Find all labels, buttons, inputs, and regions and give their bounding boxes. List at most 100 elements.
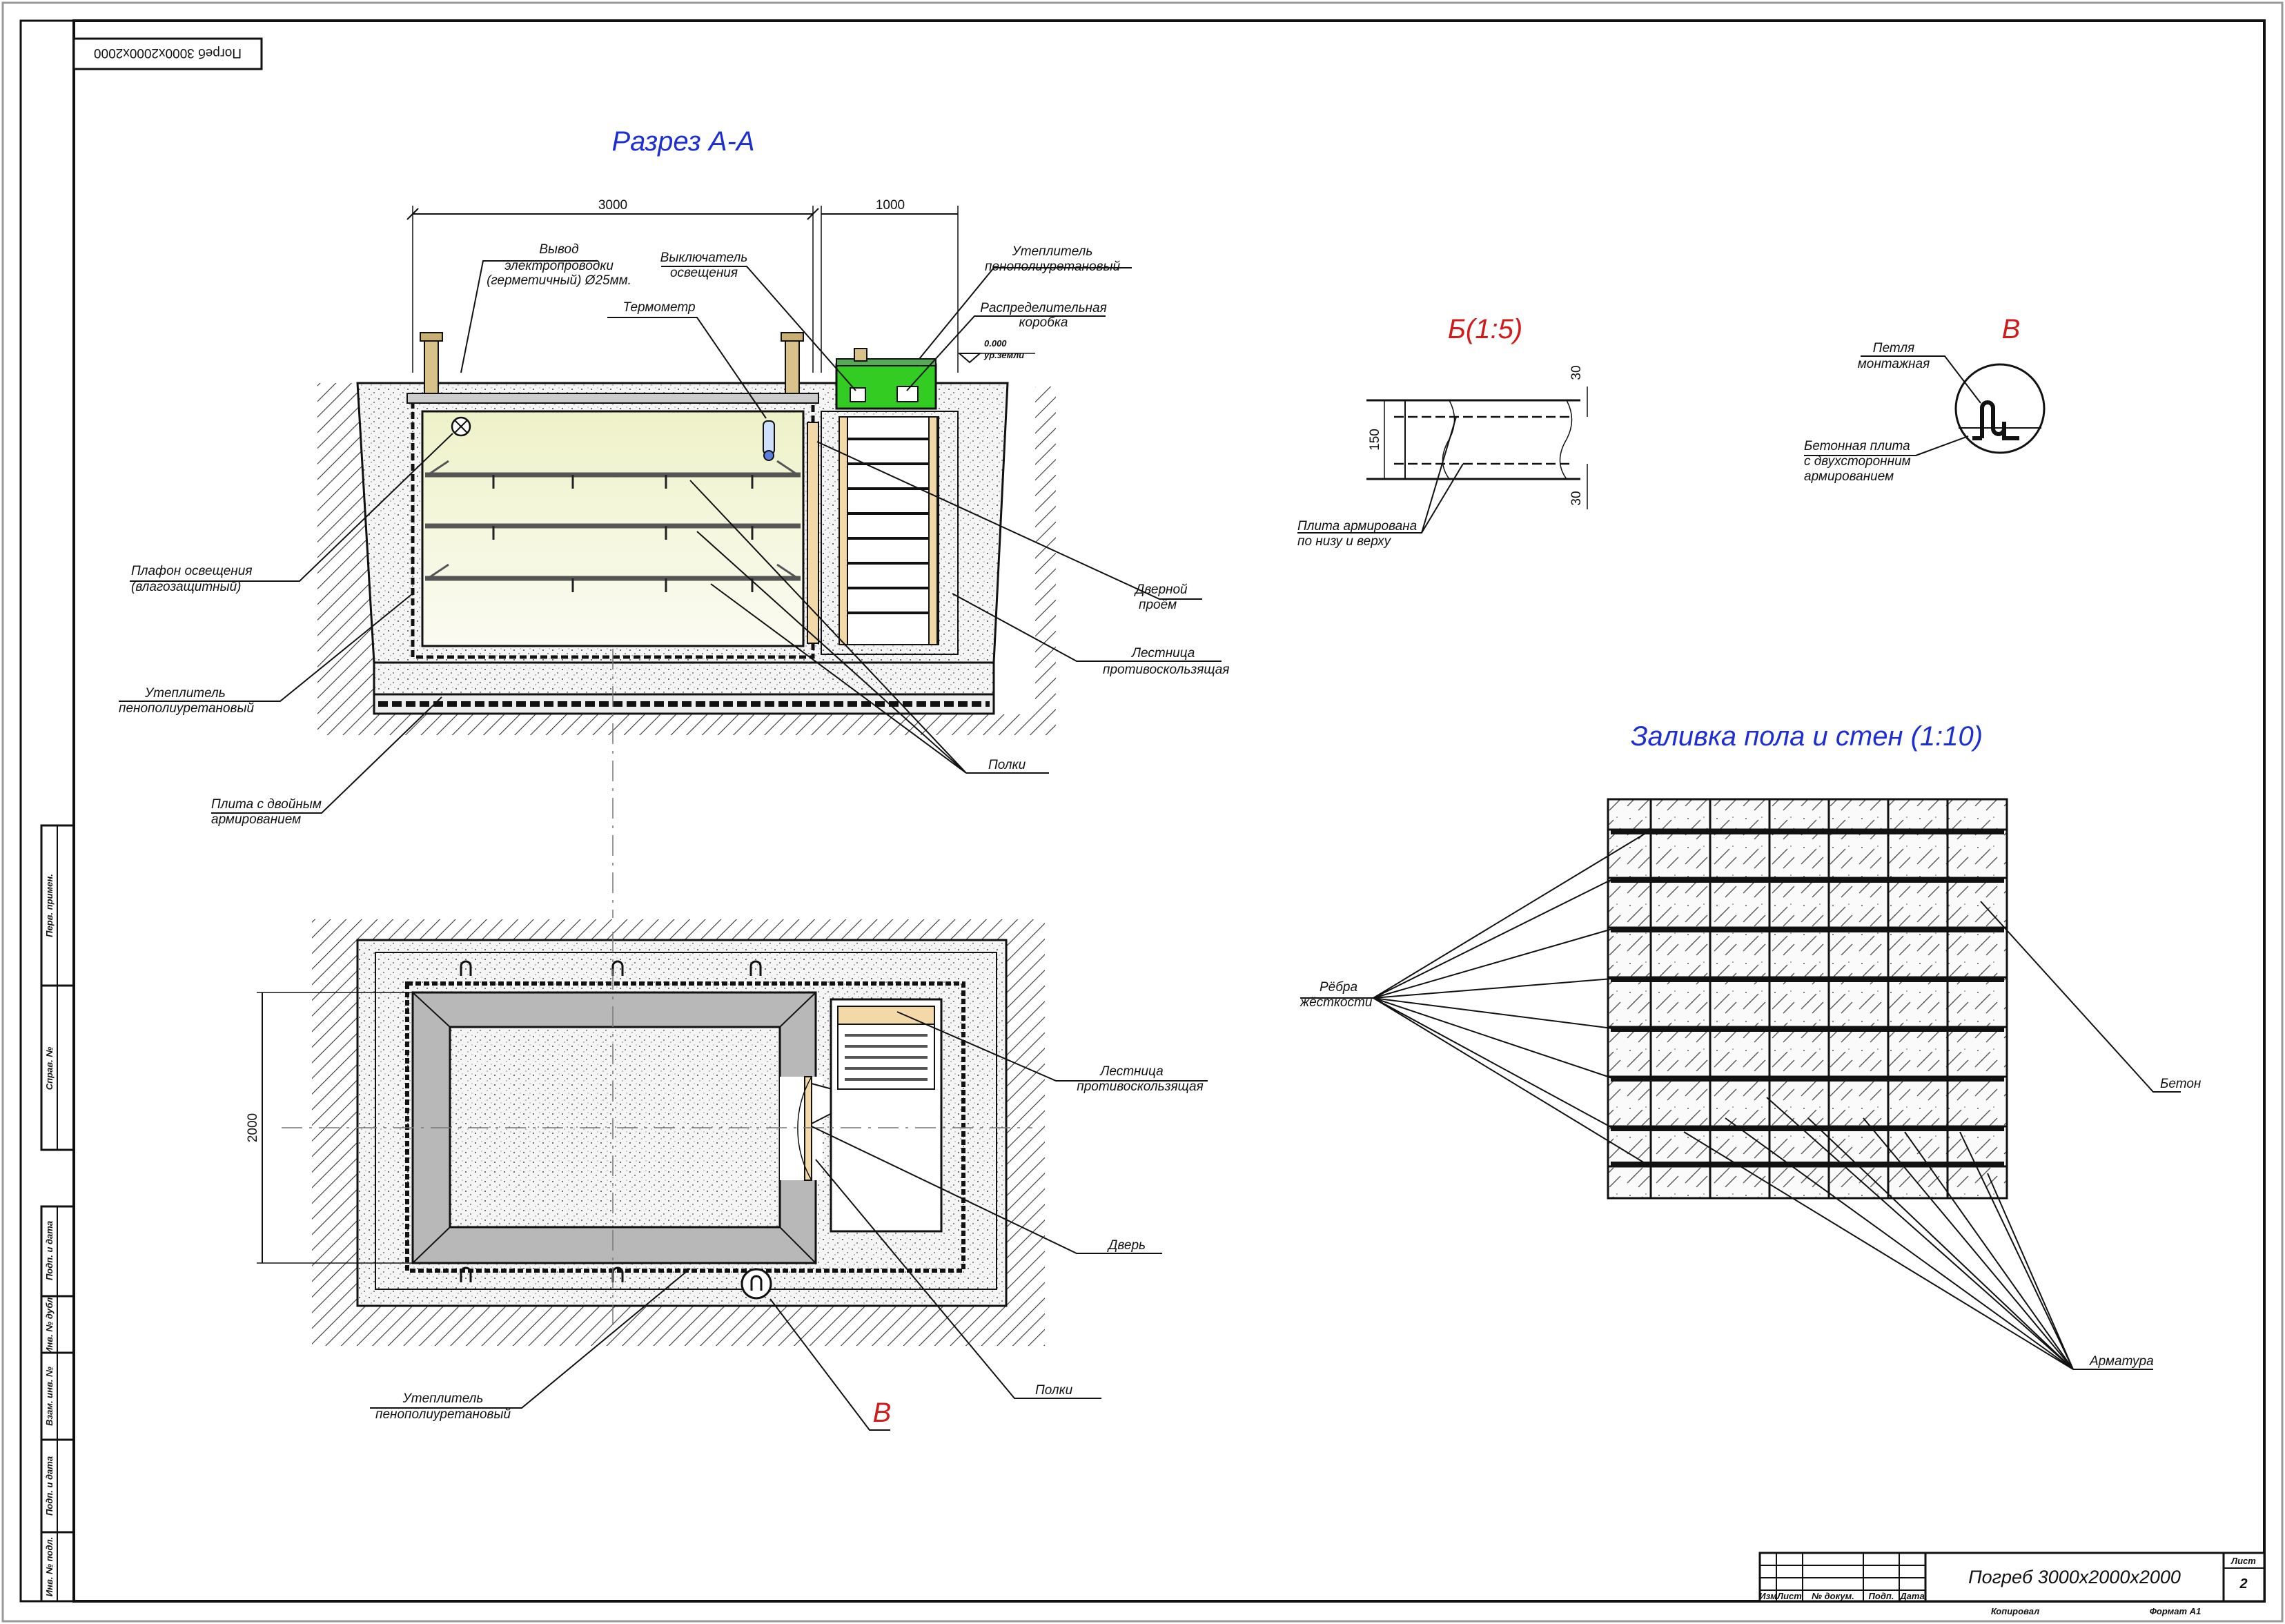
callout-slab-v: Бетонная плита с двухсторонним армирован…: [1804, 436, 1969, 484]
callout-plan-insulation: Утеплитель пенополиуретановый: [370, 1268, 691, 1422]
svg-text:0.000: 0.000: [984, 338, 1007, 349]
plan-room-floor: [449, 1026, 781, 1229]
plan-ladder: [837, 1006, 935, 1090]
svg-text:150: 150: [1368, 429, 1382, 451]
svg-text:Дверь: Дверь: [1107, 1238, 1146, 1253]
concrete-block: [1607, 798, 2008, 1200]
dim-3000: 3000: [406, 198, 819, 373]
cellar-room: [421, 410, 805, 647]
callout-doorway: Дверной проём: [816, 441, 1202, 612]
callout-concrete: Бетон: [1980, 901, 2201, 1093]
svg-text:Заливка пола и стен (1:10): Заливка пола и стен (1:10): [1631, 721, 1983, 752]
vent-pipe-right: [781, 332, 804, 400]
callout-slab: Плита с двойным армированием: [211, 696, 442, 827]
svg-text:Изм: Изм: [1759, 1591, 1777, 1601]
callout-ladder: Лестница противоскользящая: [952, 593, 1229, 677]
svg-text:(герметичный) Ø25мм.: (герметичный) Ø25мм.: [487, 273, 631, 288]
svg-text:Лестница: Лестница: [1099, 1064, 1163, 1079]
svg-text:Формат А1: Формат А1: [2150, 1606, 2201, 1616]
svg-text:пенополиуретановый: пенополиуретановый: [375, 1407, 511, 1422]
stamp-orig-inv: Инв. № подл.: [44, 1537, 55, 1596]
dim-1000: 1000: [821, 198, 959, 373]
concrete-grid: [1608, 799, 2007, 1198]
plan-view: 2000 Лестница противоскользящая Дверь По…: [246, 919, 1208, 1431]
pour-detail: Заливка пола и стен (1:10): [1300, 721, 2201, 1370]
svg-text:армированием: армированием: [1804, 469, 1894, 484]
svg-text:Подп.: Подп.: [1869, 1591, 1894, 1601]
svg-text:30: 30: [1569, 491, 1584, 505]
svg-text:Лестница: Лестница: [1130, 646, 1195, 661]
svg-text:противоскользящая: противоскользящая: [1077, 1079, 1203, 1094]
svg-text:Б(1:5): Б(1:5): [1448, 314, 1522, 344]
callout-switch: Выключатель освещения: [660, 251, 856, 391]
sheet-number: 2: [2239, 1576, 2247, 1592]
stamp-text: Погреб 3000х2000х2000: [94, 46, 242, 60]
section-aa: Разрез А-А 3000 1000: [119, 126, 1229, 918]
svg-text:В: В: [2002, 314, 2021, 344]
svg-text:3000: 3000: [598, 198, 627, 213]
level-mark: 0.000 ур.земли: [957, 338, 1035, 364]
svg-text:Утеплитель: Утеплитель: [144, 686, 226, 701]
svg-text:Полки: Полки: [1035, 1383, 1073, 1398]
lamp-fixture: [451, 416, 471, 437]
svg-text:Дата: Дата: [1899, 1591, 1924, 1601]
svg-text:Дверной: Дверной: [1134, 583, 1188, 597]
svg-text:1000: 1000: [876, 198, 905, 213]
svg-text:Петля: Петля: [1873, 341, 1914, 355]
svg-text:электропроводки: электропроводки: [504, 259, 614, 273]
stamp-first-use: Перв. примен.: [44, 874, 55, 937]
svg-text:Вывод: Вывод: [539, 242, 578, 257]
callout-insulation-top: Утеплитель пенополиуретановый: [919, 244, 1132, 360]
svg-text:2000: 2000: [246, 1113, 260, 1142]
thermometer: [763, 420, 775, 461]
svg-text:Бетон: Бетон: [2160, 1077, 2201, 1091]
svg-text:проём: проём: [1139, 598, 1177, 612]
vent-pipe-left: [420, 332, 443, 400]
top-stamp: Погреб 3000х2000х2000: [72, 37, 263, 70]
callout-junction: Распределительная коробка: [906, 301, 1107, 391]
stamp-sign-date-2: Подп. и дата: [44, 1456, 55, 1516]
callout-loop: Петля монтажная: [1858, 341, 1981, 404]
svg-text:Плита армирована: Плита армирована: [1297, 519, 1417, 534]
svg-text:Полки: Полки: [988, 758, 1026, 772]
svg-text:коробка: коробка: [1019, 315, 1068, 330]
stamp-ref-num: Справ. №: [44, 1047, 55, 1090]
door-swing: [797, 1076, 812, 1181]
svg-text:Термометр: Термометр: [622, 300, 695, 315]
callout-rebar: Арматура: [1683, 1097, 2154, 1370]
rebar-lines: [1611, 830, 2004, 1166]
callout-plan-ladder: Лестница противоскользящая: [896, 1011, 1208, 1094]
svg-text:жёсткости: жёсткости: [1300, 995, 1373, 1010]
callout-plan-v: В: [769, 1298, 892, 1431]
svg-text:В: В: [873, 1398, 892, 1428]
lifting-loops: [460, 960, 772, 1300]
svg-text:(влагозащитный): (влагозащитный): [131, 580, 242, 594]
side-stamps: Перв. примен. Справ. № Подп. и дата Инв.…: [40, 824, 75, 1603]
title-block: Изм Лист № докум. Подп. Дата Погреб 3000…: [1758, 1552, 2266, 1616]
svg-text:противоскользящая: противоскользящая: [1103, 663, 1229, 677]
svg-text:Утеплитель: Утеплитель: [1012, 244, 1093, 259]
drawing-name: Погреб 3000х2000х2000: [1968, 1567, 2181, 1587]
svg-text:армированием: армированием: [211, 812, 301, 827]
svg-text:№ докум.: № докум.: [1812, 1591, 1854, 1601]
callout-insulation: Утеплитель пенополиуретановый: [119, 593, 413, 716]
svg-text:Бетонная плита: Бетонная плита: [1804, 439, 1910, 453]
svg-text:пенополиуретановый: пенополиуретановый: [119, 701, 254, 716]
callout-shelves: Полки: [689, 480, 1049, 774]
stamp-replace-inv: Взам. инв. №: [44, 1367, 55, 1426]
callout-plan-shelves: Полки: [815, 1159, 1101, 1399]
callout-ribs: Рёбра жёсткости: [1300, 830, 1650, 1166]
plan-insulation: [405, 981, 965, 1273]
stamp-dup-inv: Инв. № дубл.: [44, 1295, 55, 1354]
svg-text:пенополиуретановый: пенополиуретановый: [985, 260, 1120, 274]
callout-wiring: Вывод электропроводки (герметичный) Ø25м…: [460, 242, 631, 373]
svg-text:по низу и верху: по низу и верху: [1297, 534, 1392, 549]
inner-frame: [72, 19, 2266, 1603]
svg-text:ур.земли: ур.земли: [983, 350, 1024, 360]
ladder-section: [839, 416, 938, 645]
callout-reinforced: Плита армирована по низу и верху: [1297, 416, 1464, 549]
svg-text:Рёбра: Рёбра: [1320, 980, 1357, 995]
callout-lamp: Плафон освещения (влагозащитный): [130, 433, 453, 594]
